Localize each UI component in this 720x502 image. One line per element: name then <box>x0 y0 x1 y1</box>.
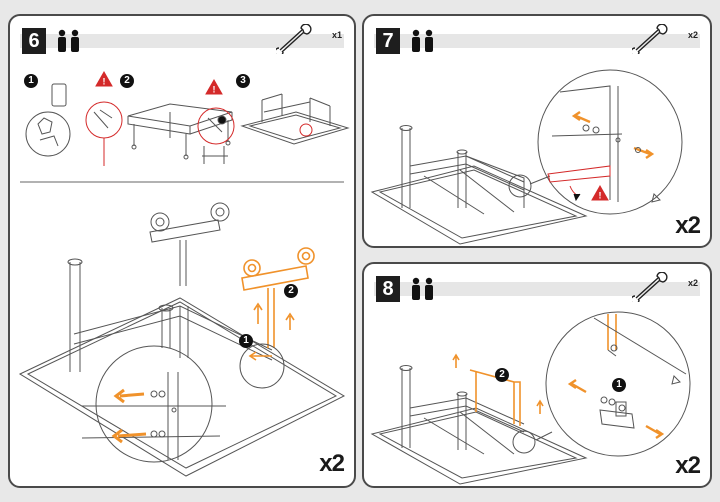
step-number: 7 <box>376 28 400 54</box>
warning-triangle-icon: ! <box>205 78 223 95</box>
two-people-icon <box>58 29 79 52</box>
repeat-count: x2 <box>319 450 345 477</box>
substep-1-badge: 1 <box>24 74 38 88</box>
step-8-panel: 8 x2 <box>362 262 712 488</box>
step-7-header: 7 x2 <box>374 24 700 54</box>
header-bar <box>374 34 700 48</box>
step-number: 6 <box>22 28 46 54</box>
substep-2-badge: 2 <box>120 74 134 88</box>
two-people-icon <box>412 277 433 300</box>
two-people-icon <box>412 29 433 52</box>
callout-2-badge: 2 <box>495 368 509 382</box>
step-8-illustration <box>370 311 691 485</box>
step-7-panel: 7 x2 <box>362 14 712 248</box>
callout-2-badge: 2 <box>284 284 298 298</box>
wrench-icon <box>632 24 668 54</box>
step-6-illustration: ! ! <box>18 70 350 477</box>
wrench-icon <box>276 24 312 54</box>
svg-text:!: ! <box>213 85 216 95</box>
step-number: 8 <box>376 276 400 302</box>
callout-1-badge: 1 <box>612 378 626 392</box>
svg-text:!: ! <box>599 191 602 201</box>
tool-quantity: x2 <box>687 278 698 288</box>
step-8-header: 8 x2 <box>374 272 700 302</box>
warning-triangle-icon: ! <box>95 70 113 87</box>
repeat-count: x2 <box>675 212 701 239</box>
repeat-count: x2 <box>675 452 701 479</box>
tool-quantity: x2 <box>687 30 698 40</box>
step-7-illustration: ! <box>370 69 683 245</box>
wrench-icon <box>632 272 668 302</box>
header-bar <box>20 34 344 48</box>
header-bar <box>374 282 700 296</box>
callout-1-badge: 1 <box>239 334 253 348</box>
tool-quantity: x1 <box>331 30 342 40</box>
substep-3-badge: 3 <box>236 74 250 88</box>
svg-text:!: ! <box>103 77 106 87</box>
warning-triangle-icon: ! <box>591 184 609 201</box>
step-6-panel: 6 x1 1 2 3 ! <box>8 14 356 488</box>
step-6-header: 6 x1 <box>20 24 344 54</box>
